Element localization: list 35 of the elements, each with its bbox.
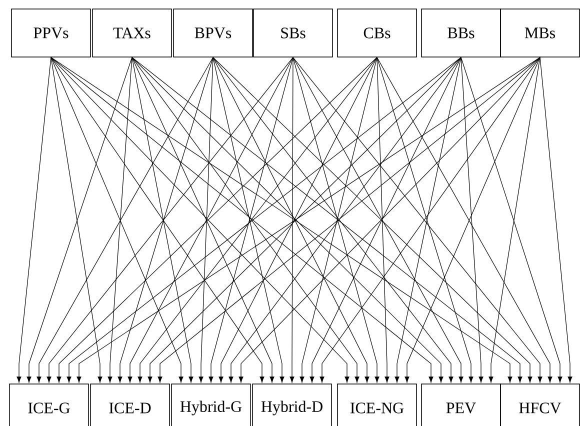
process-box: Hybrid-D bbox=[252, 384, 332, 426]
arrow bbox=[212, 57, 284, 383]
arrow bbox=[460, 57, 562, 383]
arrow bbox=[290, 57, 294, 383]
arrow bbox=[26, 57, 132, 383]
arrow bbox=[198, 57, 214, 383]
process-box: BBs bbox=[421, 8, 501, 58]
process-box: PEV bbox=[421, 384, 501, 426]
arrow bbox=[36, 57, 214, 383]
process-box: BPVs bbox=[173, 8, 253, 58]
arrow bbox=[50, 57, 184, 383]
process-box: TAXs bbox=[92, 8, 172, 58]
arrow bbox=[488, 57, 540, 383]
arrow bbox=[16, 57, 52, 383]
arrow bbox=[208, 57, 294, 383]
arrow bbox=[118, 57, 214, 383]
process-box: Hybrid-G bbox=[171, 384, 251, 426]
arrow bbox=[376, 57, 390, 383]
arrow bbox=[50, 57, 102, 383]
process-box: SBs bbox=[253, 8, 333, 58]
process-box: CBs bbox=[337, 8, 417, 58]
process-box: PPVs bbox=[11, 8, 91, 58]
process-box: HFCV bbox=[500, 384, 580, 426]
arrow bbox=[376, 57, 474, 383]
arrow bbox=[460, 57, 484, 383]
arrow bbox=[404, 57, 540, 383]
process-box: ICE-D bbox=[90, 384, 170, 426]
process-box: ICE-NG bbox=[337, 384, 417, 426]
arrow bbox=[394, 57, 462, 383]
arrow bbox=[108, 57, 132, 383]
process-box: ICE-G bbox=[9, 384, 89, 426]
arrow bbox=[376, 57, 552, 383]
arrow bbox=[540, 57, 572, 383]
process-box: MBs bbox=[500, 8, 580, 58]
arrow bbox=[132, 57, 194, 383]
